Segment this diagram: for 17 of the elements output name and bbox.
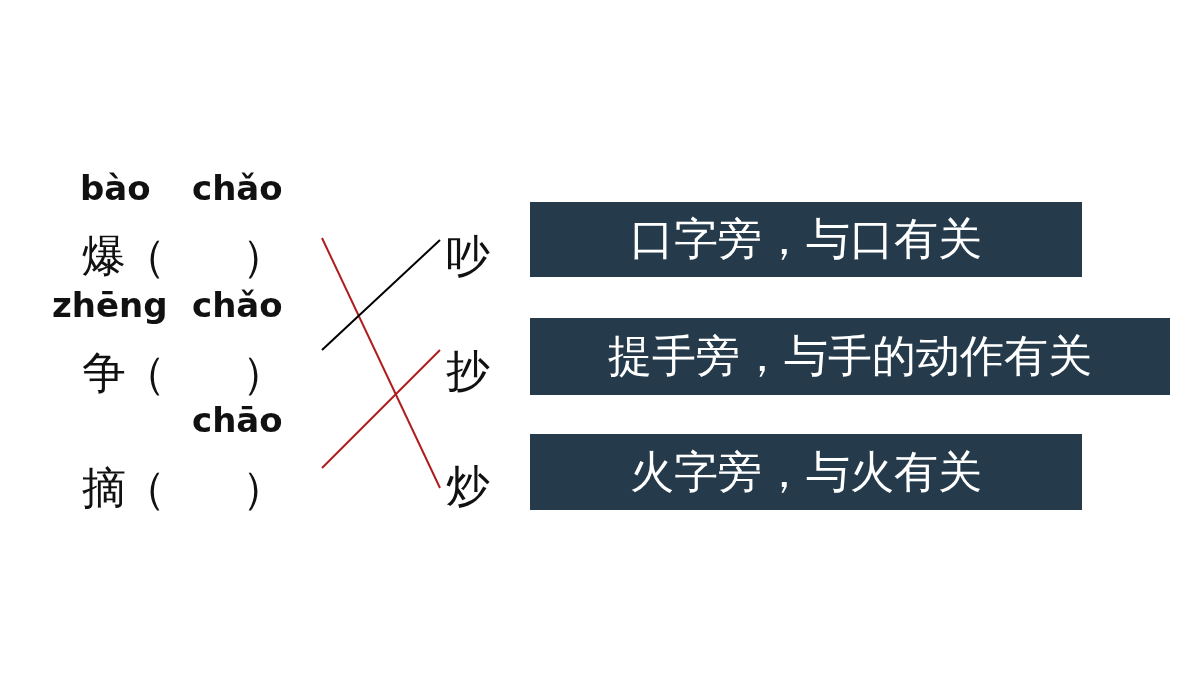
character-text: 吵 (440, 228, 496, 284)
matching-line (321, 239, 441, 351)
matching-line (321, 349, 441, 469)
character-text: 炒 (440, 458, 496, 514)
description-box: 提手旁，与手的动作有关 (530, 318, 1170, 395)
matching-line (321, 237, 441, 489)
pinyin-text: bào (80, 168, 151, 208)
question-text: 爆（ ） (82, 229, 282, 283)
pinyin-text: zhēng (52, 285, 168, 325)
question-text: 摘（ ） (82, 461, 282, 515)
description-box: 火字旁，与火有关 (530, 434, 1082, 510)
character-text: 抄 (440, 343, 496, 399)
pinyin-text: chǎo (192, 285, 283, 325)
pinyin-text: chāo (192, 400, 283, 440)
description-box: 口字旁，与口有关 (530, 202, 1082, 277)
question-text: 争（ ） (82, 346, 282, 400)
pinyin-text: chǎo (192, 168, 283, 208)
